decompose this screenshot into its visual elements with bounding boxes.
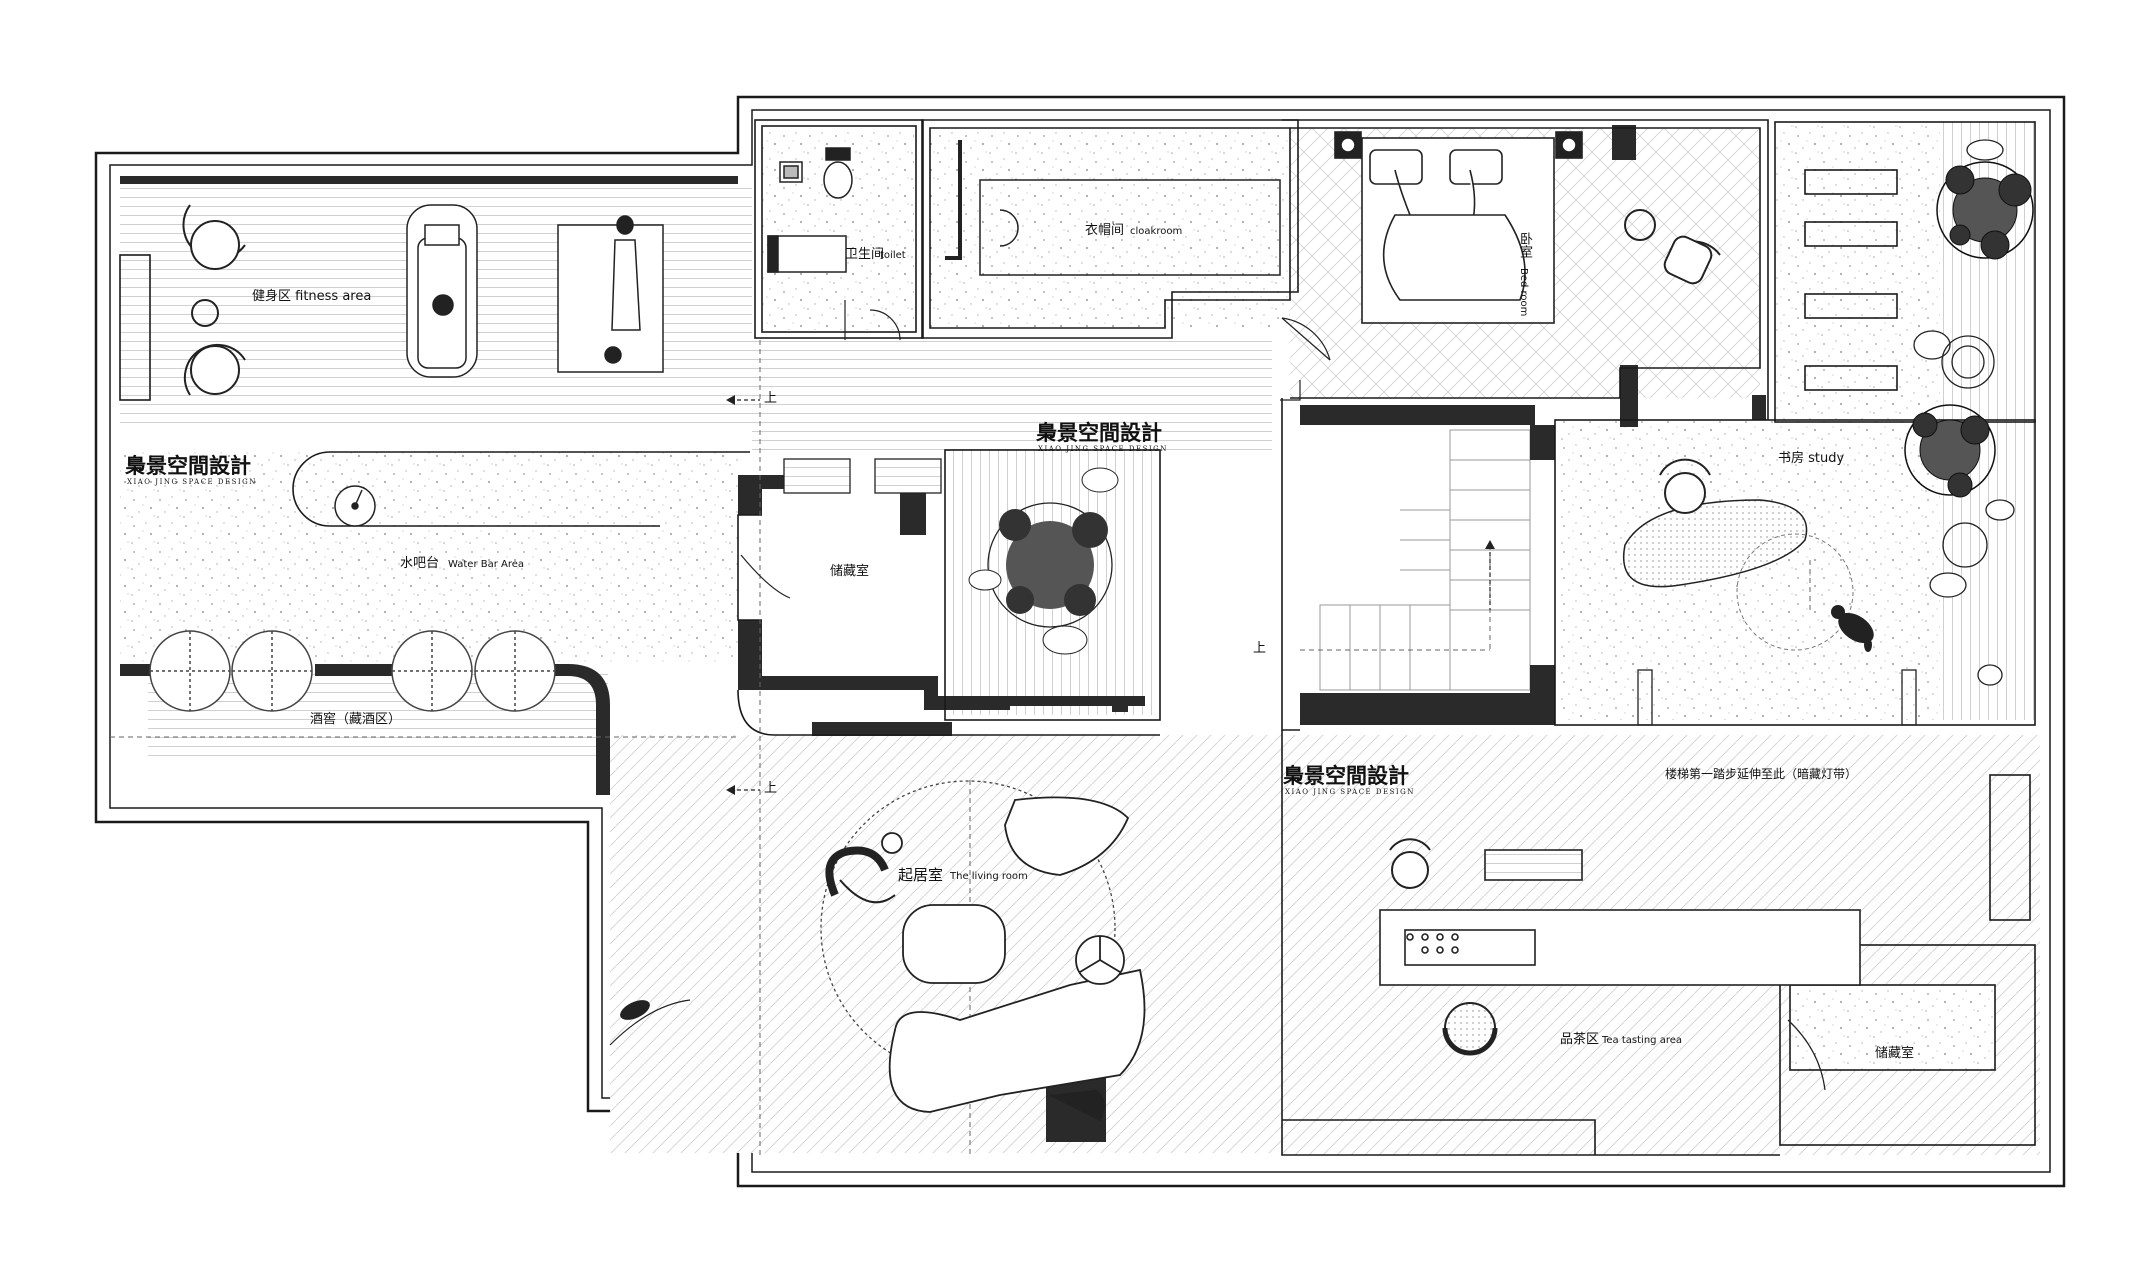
storage-label: 储藏室 [830,564,870,579]
bedroom-chair [1624,209,1721,285]
brand-subtitle-3: XIAO JING SPACE DESIGN [1285,788,1415,796]
plants-upper [1904,161,2034,498]
inner-wall [109,109,2051,1173]
cloakroom-label: 衣帽间 [1085,223,1125,238]
toilet-fixtures [767,147,853,273]
sinks [783,458,942,494]
brand-subtitle-2: XIAO JING SPACE DESIGN [1038,445,1168,453]
brand-subtitle-1: XIAO JING SPACE DESIGN [127,478,257,486]
living-furniture [881,796,1146,1122]
tea-chairs [1389,838,1498,1056]
study-railings [1637,669,1917,726]
small-plant [620,1000,650,1020]
cloakroom-fixtures [945,140,1281,276]
living-room-en-label: The living room [950,871,1028,882]
doors [609,300,1826,1091]
study-chair [1659,458,1854,651]
brand-name-2: 梟景空間設計 [1036,420,1162,445]
walls [120,125,1766,1142]
brand-name-3: 梟景空間設計 [1283,763,1409,788]
tea-area-label: 品茶区 [1560,1032,1600,1047]
fitness-chairs [182,204,246,396]
outer-wall [94,95,2066,1188]
living-room-label: 起居室 [898,866,944,884]
bedroom-en-label: Bed room [1518,268,1529,317]
brand-name-1: 梟景空間設計 [125,453,251,478]
study-label: 书房 study [1778,451,1845,466]
up-label-2: 上 [764,781,778,796]
cloakroom-en-label: cloakroom [1130,226,1183,237]
toilet-label: 卫生间 [845,247,885,262]
dog [1831,605,1874,652]
wine-tables [149,630,556,712]
dashed-lines [110,340,1811,1155]
bed [1334,131,1583,324]
treadmill [406,204,478,378]
bar-stool [334,485,376,527]
partitions [119,119,2036,1156]
stair-treads [1319,429,1531,691]
water-bar-en-label: Water Bar Area [448,559,525,570]
stones-upper [1913,139,2015,686]
courtyard-plant [968,467,1119,655]
tea-furniture [1379,849,1861,986]
water-bar-floor [120,452,738,662]
toilet-en-label: toilet [880,250,906,261]
tea-area-en-label: Tea tasting area [1602,1035,1682,1046]
storage-2-label: 储藏室 [1875,1046,1915,1061]
living-chair [825,846,896,904]
yoga-mat [557,215,664,373]
wine-cellar-label: 酒窖（藏酒区） [310,712,402,727]
up-label-1: 上 [764,391,778,406]
up-label-3: 上 [1253,641,1267,656]
stair-note: 楼梯第一踏步延伸至此（暗藏灯带） [1665,767,1858,781]
water-bar-label: 水吧台 [400,556,440,571]
bedroom-label: 卧室 [1517,232,1532,258]
fitness-label: 健身区 fitness area [252,289,372,304]
up-arrows [730,399,1491,791]
